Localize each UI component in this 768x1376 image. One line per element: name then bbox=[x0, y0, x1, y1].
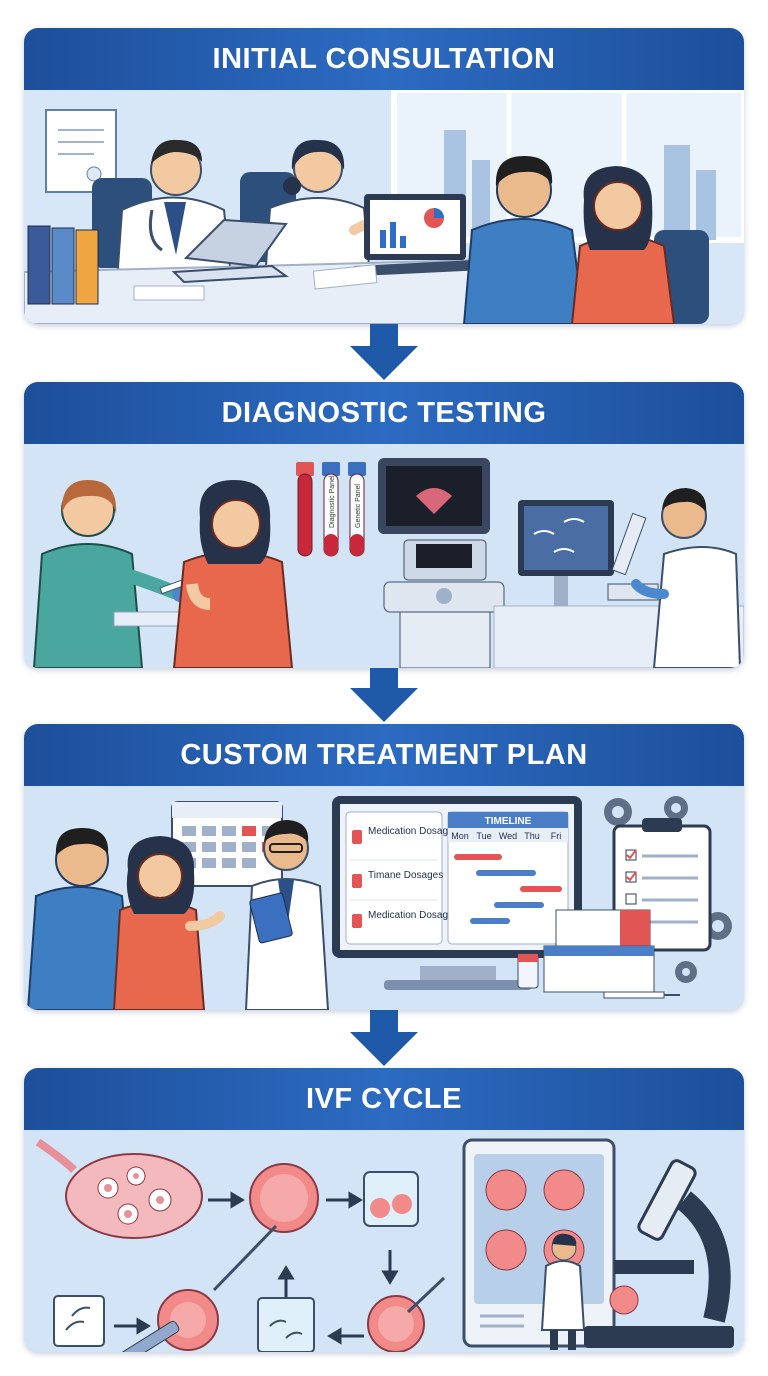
laptop-icon bbox=[171, 218, 289, 284]
microscope-monitor-icon bbox=[518, 500, 614, 606]
lab-scientist-figure bbox=[631, 488, 742, 668]
consultation-scene bbox=[24, 90, 744, 324]
timeline-day: Mon bbox=[451, 831, 469, 841]
microscope-icon bbox=[584, 1159, 734, 1348]
med-item-1: Medication Dosages bbox=[368, 826, 459, 837]
step-title: CUSTOM TREATMENT PLAN bbox=[24, 724, 744, 786]
woman-patient-figure bbox=[570, 166, 676, 324]
step-title: INITIAL CONSULTATION bbox=[24, 28, 744, 90]
step-initial-consultation: INITIAL CONSULTATION bbox=[24, 28, 744, 324]
medicine-box-icon bbox=[543, 909, 655, 993]
embryologist-figure bbox=[540, 1233, 586, 1350]
diagnostic-scene: Diagnostic Panel Genetic Panel bbox=[24, 444, 744, 668]
man-patient-figure bbox=[462, 156, 586, 324]
woman-patient-figure bbox=[112, 836, 225, 1010]
binders-icon bbox=[27, 225, 99, 305]
nurse-figure bbox=[32, 480, 188, 668]
timeline-bar bbox=[454, 854, 502, 860]
icsi-injection-icon bbox=[120, 1289, 219, 1352]
timeline-day: Fri bbox=[551, 831, 562, 841]
timeline-day: Tue bbox=[476, 831, 491, 841]
step-ivf-cycle: IVF CYCLE bbox=[24, 1068, 744, 1352]
ultrasound-machine-icon bbox=[378, 458, 505, 668]
doctor-figure bbox=[244, 820, 330, 1010]
blood-tubes-icon: Diagnostic Panel Genetic Panel bbox=[296, 462, 366, 557]
timeline-panel: TIMELINE Mon Tue Wed Thu Fri bbox=[447, 811, 569, 945]
step-custom-treatment-plan: CUSTOM TREATMENT PLAN bbox=[24, 724, 744, 1010]
med-item-3: Medication Dosage bbox=[368, 910, 454, 921]
incubator-icon bbox=[462, 1138, 616, 1348]
sperm-beaker-icon bbox=[257, 1297, 315, 1352]
man-patient-figure bbox=[26, 828, 134, 1010]
egg-cell-icon bbox=[249, 1163, 319, 1233]
flow-arrow-2 bbox=[346, 668, 422, 724]
chart-laptop-icon bbox=[354, 194, 484, 276]
timeline-day: Wed bbox=[499, 831, 517, 841]
timeline-bar bbox=[470, 918, 510, 924]
petri-beaker-icon bbox=[363, 1171, 419, 1227]
step-title: IVF CYCLE bbox=[24, 1068, 744, 1130]
patient-woman-figure bbox=[172, 480, 294, 668]
med-item-1-text: Medication Dosages bbox=[368, 826, 459, 837]
med-item-2-text: Timane Dosages bbox=[368, 870, 443, 881]
syringe-icon bbox=[603, 991, 680, 999]
flow-arrow-1 bbox=[346, 324, 422, 382]
fertilized-egg-icon bbox=[367, 1276, 446, 1352]
timeline-day: Thu bbox=[524, 831, 540, 841]
sperm-sample-icon bbox=[53, 1295, 105, 1347]
tube-label: Diagnostic Panel bbox=[329, 475, 336, 528]
step-diagnostic-testing: DIAGNOSTIC TESTING bbox=[24, 382, 744, 668]
timeline-title: TIMELINE bbox=[485, 816, 532, 827]
timeline-bar bbox=[520, 886, 562, 892]
ovary-icon bbox=[35, 1138, 203, 1239]
med-item-2: Timane Dosages bbox=[368, 870, 443, 881]
ivf-scene bbox=[24, 1130, 744, 1352]
pipette-line bbox=[212, 1224, 278, 1292]
timeline-bar bbox=[476, 870, 536, 876]
medication-card bbox=[345, 811, 443, 945]
med-item-3-text: Medication Dosage bbox=[368, 910, 454, 921]
timeline-bar bbox=[494, 902, 544, 908]
vial-icon bbox=[517, 953, 539, 989]
treatment-scene: Medication Dosages Timane Dosages Medica… bbox=[24, 786, 744, 1010]
tube-label: Genetic Panel bbox=[355, 484, 362, 528]
step-title: DIAGNOSTIC TESTING bbox=[24, 382, 744, 444]
process-arrow bbox=[114, 1191, 399, 1345]
flow-arrow-3 bbox=[346, 1010, 422, 1068]
